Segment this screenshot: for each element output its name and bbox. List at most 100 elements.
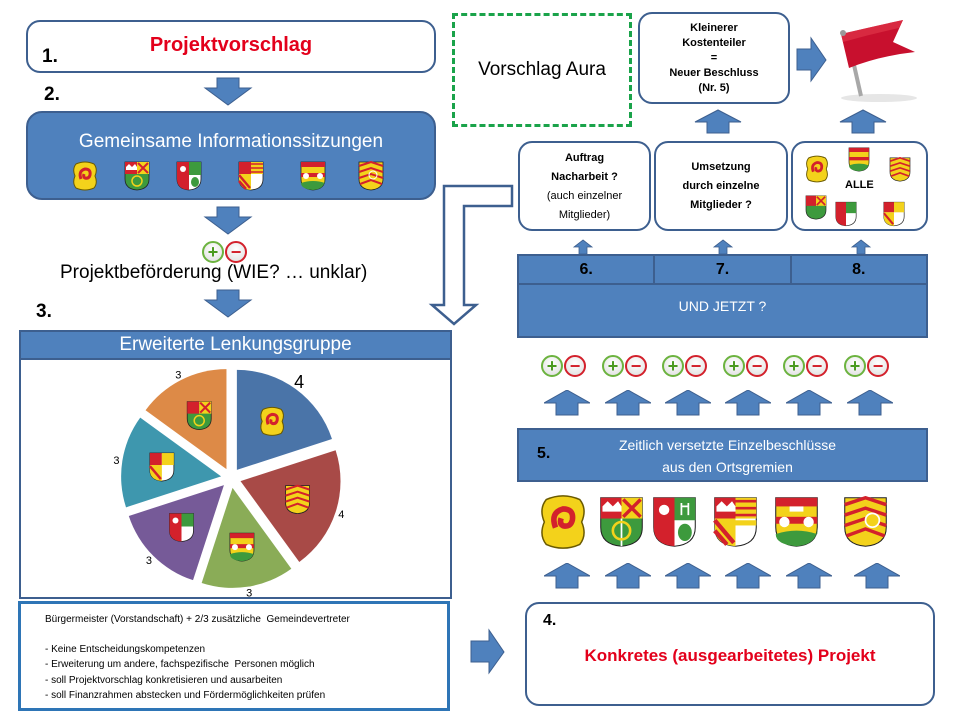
up-arrow-icon (544, 563, 590, 589)
up-arrow-icon (572, 239, 594, 255)
crest-shell-leaf-icon (835, 201, 857, 227)
aura-text: Vorschlag Aura (478, 59, 606, 80)
step4-box: 4. Konkretes (ausgearbeitetes) Projekt (525, 602, 935, 706)
option7-tab[interactable]: 7. (655, 256, 792, 283)
option6-number: 6. (579, 260, 593, 278)
minus-icon: − (685, 355, 707, 377)
cost-line: (Nr. 5) (698, 81, 730, 94)
crest-cross-wheel-icon (600, 497, 643, 547)
aura-box: Vorschlag Aura (452, 13, 632, 127)
crest-shell-leaf-icon (653, 497, 696, 547)
crest-crown-oak-icon (300, 161, 326, 191)
down-arrow-icon (203, 289, 253, 318)
plus-icon: + (541, 355, 563, 377)
pie-data-label: 3 (175, 370, 181, 382)
down-arrow-icon (203, 77, 253, 106)
cost-line: Kleinerer (690, 21, 738, 34)
vote-indicator: +− (662, 355, 707, 377)
option6-line: Nacharbeit ? (551, 171, 618, 183)
pie-slice (145, 369, 227, 470)
up-arrow-icon (712, 239, 734, 255)
cost-line: Kostenteiler (682, 36, 746, 49)
option8-tab[interactable]: 8. (792, 256, 926, 283)
plus-icon: + (202, 241, 224, 263)
crest-fess-bend-icon (148, 452, 175, 482)
option6-tab[interactable]: 6. (519, 256, 656, 283)
vote-indicator: + − (202, 241, 247, 263)
crest-spiral-icon (806, 155, 828, 183)
cost-box: Kleinerer Kostenteiler = Neuer Beschluss… (638, 12, 790, 104)
crest-chevron-wheel-icon (285, 484, 310, 515)
minus-icon: − (225, 241, 247, 263)
option8-label: ALLE (845, 179, 874, 191)
right-arrow-icon (796, 36, 827, 83)
crest-spiral-icon (73, 161, 97, 191)
crest-spiral-icon (541, 495, 585, 549)
und-jetzt-text: UND JETZT ? (678, 298, 767, 314)
vote-indicator: +− (541, 355, 586, 377)
step2-box: Gemeinsame Informationssitzungen (26, 111, 436, 200)
crest-chevron-wheel-icon (844, 496, 887, 547)
up-arrow-icon (725, 563, 771, 589)
up-arrow-icon (839, 109, 887, 134)
option7-box: Umsetzung durch einzelne Mitglieder ? (654, 141, 788, 231)
right-arrow-icon (470, 628, 505, 675)
up-arrow-icon (847, 390, 893, 416)
crest-chevron-wheel-icon (358, 161, 384, 191)
step4-number: 4. (543, 612, 557, 629)
up-arrow-icon (694, 109, 742, 134)
vote-indicator: +− (783, 355, 828, 377)
description-heading: Bürgermeister (Vorstandschaft) + 2/3 zus… (45, 614, 350, 625)
description-bullet: - soll Projektvorschlag konkretisieren u… (45, 674, 283, 686)
up-arrow-icon (665, 563, 711, 589)
option6-line: (auch einzelner (546, 190, 623, 202)
crest-cross-wheel-icon (186, 401, 212, 431)
up-arrow-icon (544, 390, 590, 416)
plus-icon: + (602, 355, 624, 377)
step4-title: Konkretes (ausgearbeitetes) Projekt (584, 646, 876, 665)
crest-cross-wheel-icon (805, 195, 827, 220)
pie-data-label: 4 (338, 509, 344, 521)
option8-box: ALLE (791, 141, 928, 231)
step5-box: 5. Zeitlich versetzte Einzelbeschlüsse a… (517, 428, 928, 482)
crest-row (28, 161, 434, 193)
up-arrow-icon (725, 390, 771, 416)
step3-title: Erweiterte Lenkungsgruppe (119, 334, 352, 355)
option7-line: Umsetzung (691, 160, 751, 173)
step1-number: 1. (42, 46, 58, 67)
plus-icon: + (783, 355, 805, 377)
option8-number: 8. (852, 260, 866, 278)
vote-indicator: +− (723, 355, 768, 377)
crest-fess-bend-icon (883, 201, 905, 227)
option7-number: 7. (715, 260, 730, 278)
option6-line: Auftrag (564, 152, 605, 164)
pie-data-label: 3 (113, 455, 119, 467)
step2-number: 2. (44, 84, 60, 105)
down-arrow-icon (203, 206, 253, 235)
cost-line: Neuer Beschluss (669, 66, 759, 79)
plus-icon: + (844, 355, 866, 377)
large-crest-row (538, 494, 918, 554)
crest-shell-leaf-icon (169, 513, 194, 542)
option6-box: Auftrag Nacharbeit ? (auch einzelner Mit… (518, 141, 651, 231)
step1-box: 1. Projektvorschlag (26, 20, 436, 73)
flag-icon (840, 20, 917, 102)
up-arrow-icon (665, 390, 711, 416)
option7-line: Mitglieder ? (690, 198, 752, 211)
description-bullet: - Erweiterung um andere, fachspezifische… (45, 659, 315, 670)
step1-title: Projektvorschlag (149, 34, 313, 56)
up-arrow-icon (786, 563, 832, 589)
option6-line: Mitglieder) (558, 209, 611, 221)
und-jetzt-block: 6. 7. 8. UND JETZT ? (517, 254, 928, 338)
step3-header: Erweiterte Lenkungsgruppe (19, 330, 452, 360)
up-arrow-row (544, 390, 924, 416)
cost-line: = (710, 51, 718, 64)
plus-icon: + (723, 355, 745, 377)
crest-fess-bend-icon (238, 161, 264, 191)
crest-crown-oak-icon (775, 497, 818, 547)
minus-icon: − (625, 355, 647, 377)
pie-data-label: 4 (294, 372, 304, 392)
up-arrow-icon (786, 390, 832, 416)
